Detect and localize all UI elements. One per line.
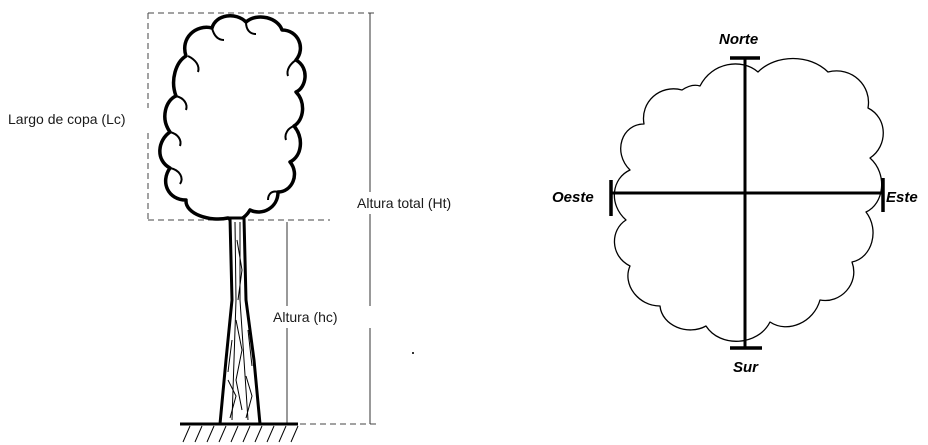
east-label: Este [886,189,918,206]
total-height-label-bg [354,192,480,214]
crown-plan-view: Norte Sur Oeste Este [552,31,918,376]
north-label: Norte [719,31,758,48]
stray-dot [412,352,414,354]
tree-crown-outline [158,14,307,222]
total-height-label: Altura total (Ht) [357,195,451,211]
ground-hatching [182,425,299,443]
west-label: Oeste [552,189,594,206]
tree-elevation: Largo de copa (Lc) Altura total (Ht) Alt… [4,12,480,443]
south-label: Sur [733,359,759,376]
crown-length-label: Largo de copa (Lc) [8,111,126,127]
trunk-height-label-bg [270,306,372,328]
crown-length-label-bg [4,108,154,130]
crown-plan-outline [613,57,884,342]
tree-crown-creases [169,21,297,201]
trunk-height-label: Altura (hc) [273,309,338,325]
trunk-bark-texture [227,221,253,421]
